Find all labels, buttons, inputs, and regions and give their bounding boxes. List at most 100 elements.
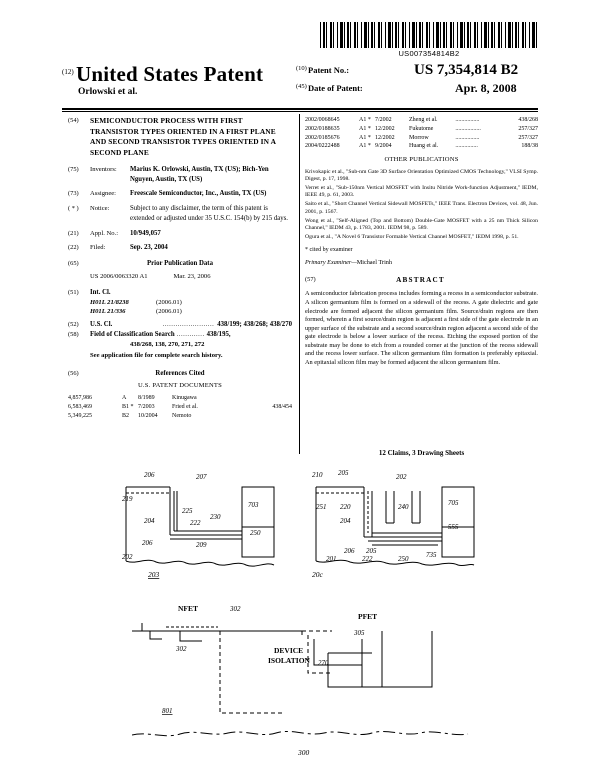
filed-value: Sep. 23, 2004 bbox=[130, 243, 168, 251]
fig-bottom-label: 801 bbox=[162, 707, 173, 715]
figure-right-svg: 210 205 202 251 220 240 204 705 555 206 … bbox=[312, 469, 475, 579]
ref-name: Fried et al. bbox=[172, 404, 198, 411]
fig-right-label: 240 bbox=[398, 503, 409, 511]
fig-right-label: 555 bbox=[448, 523, 459, 531]
ref-number: 2002/0185676 bbox=[305, 134, 340, 141]
masthead-inventor-line: Orlowski et al. bbox=[78, 87, 138, 97]
field-assignee: (73) Assignee: Freescale Semiconductor, … bbox=[68, 189, 292, 199]
fig-bottom-label-pfet: PFET bbox=[358, 612, 377, 621]
field-appl-no-code: (21) bbox=[68, 230, 79, 238]
fig-left-caption: 203 bbox=[148, 570, 160, 579]
fig-left-label: 209 bbox=[196, 541, 207, 549]
ref-kind: A1 * bbox=[359, 125, 371, 132]
int-cl-label: Int. Cl. bbox=[90, 289, 111, 297]
field-inventors: (75) Inventors: Marius K. Orlowski, Aust… bbox=[68, 165, 292, 184]
ref-kind: A bbox=[122, 395, 127, 402]
ref-date: 12/2002 bbox=[375, 125, 395, 132]
prior-pub-date: Mar. 23, 2006 bbox=[173, 273, 211, 281]
table-row: 5,349,225 B2 10/2004 Nemoto bbox=[68, 412, 292, 421]
drawings-area: 206 219 207 204 225 230 222 206 209 703 … bbox=[62, 465, 538, 760]
focs-note: See application file for complete search… bbox=[90, 352, 223, 360]
fig-right-label: 204 bbox=[340, 517, 351, 525]
date-of-patent-label: Date of Patent: bbox=[308, 83, 363, 93]
publication-entry: Wong et al., "Self-Aligned (Top and Bott… bbox=[305, 217, 538, 231]
focs-value-cont: 438/268, 138, 270, 271, 272 bbox=[130, 341, 205, 349]
fig-left-label: 206 bbox=[142, 539, 153, 547]
table-row: 2002/0185676 A1 * 12/2002 Morrow .......… bbox=[305, 133, 538, 142]
ref-number: 2002/0068645 bbox=[305, 117, 340, 124]
primary-examiner-dash: — bbox=[351, 259, 357, 267]
field-classification-search: (58) Field of Classification Search ....… bbox=[68, 330, 292, 340]
int-cl-classification: H01L 21/8238 bbox=[90, 299, 129, 307]
field-us-cl-code: (52) bbox=[68, 320, 79, 328]
fig-left-label: 230 bbox=[210, 513, 221, 521]
table-row: 2004/0222488 A1 * 9/2004 Huang et al. ..… bbox=[305, 142, 538, 151]
ref-kind: B1 * bbox=[122, 404, 134, 411]
fig-bottom-label: 270 bbox=[318, 659, 329, 667]
ref-class: 257/327 bbox=[518, 134, 538, 141]
fig-left-label: 206 bbox=[144, 471, 155, 479]
fig-right-label: 201 bbox=[326, 555, 337, 563]
us-patent-references-table-continued: 2002/0068645 A1 * 7/2002 Zheng et al. ..… bbox=[305, 116, 538, 151]
field-assignee-code: (73) bbox=[68, 190, 79, 198]
claims-and-sheets-line: 12 Claims, 3 Drawing Sheets bbox=[378, 449, 465, 457]
primary-examiner-name: Michael Trinh bbox=[356, 259, 392, 267]
publication-entry: Saito et al., "Short Channel Vertical Si… bbox=[305, 201, 538, 215]
invention-title: SEMICONDUCTOR PROCESS WITH FIRST TRANSIS… bbox=[90, 116, 276, 158]
ref-name: Huang et al. bbox=[409, 143, 439, 150]
ref-number: 2002/0188635 bbox=[305, 125, 340, 132]
int-cl-row: H01L 21/336 (2006.01) bbox=[68, 307, 292, 316]
left-column: (54) SEMICONDUCTOR PROCESS WITH FIRST TR… bbox=[68, 116, 292, 421]
abstract-heading-row: (57) ABSTRACT bbox=[305, 276, 538, 286]
focs-label: Field of Classification Search bbox=[90, 331, 175, 339]
other-publications-heading: OTHER PUBLICATIONS bbox=[384, 155, 459, 163]
table-row: 2002/0068645 A1 * 7/2002 Zheng et al. ..… bbox=[305, 116, 538, 125]
ref-dots: ................. bbox=[455, 125, 481, 132]
ref-kind: A1 * bbox=[359, 134, 371, 141]
ref-date: 9/2004 bbox=[375, 143, 392, 150]
office-code: (12) bbox=[62, 68, 74, 76]
us-cl-label: U.S. Cl. bbox=[90, 320, 113, 328]
figure-left-svg: 206 219 207 204 225 230 222 206 209 703 … bbox=[122, 471, 275, 579]
ref-name: Morrow bbox=[409, 134, 429, 141]
fig-right-label: 222 bbox=[362, 555, 373, 563]
ref-class: 257/327 bbox=[518, 125, 538, 132]
masthead-rule-thin bbox=[62, 111, 538, 112]
fig-left-label: 202 bbox=[122, 553, 133, 561]
primary-examiner-label: Primary Examiner bbox=[305, 259, 352, 267]
int-cl-year: (2006.01) bbox=[156, 308, 182, 316]
field-filed-label: Filed: bbox=[90, 243, 106, 251]
inventors-value: Marius K. Orlowski, Austin, TX (US); Bic… bbox=[130, 165, 269, 183]
fig-right-label: 220 bbox=[340, 503, 351, 511]
int-cl-classification: H01L 21/336 bbox=[90, 308, 126, 316]
ref-date: 8/1989 bbox=[138, 395, 155, 402]
publication-entry: Krivokapic et al., "Sub-nm Gate 3D Surfa… bbox=[305, 168, 538, 183]
ref-kind: A1 * bbox=[359, 143, 371, 150]
ref-name: Nemoto bbox=[172, 413, 192, 420]
publication-entry: Verret et al., "Sub-150nm Vertical MOSFE… bbox=[305, 184, 538, 199]
field-appl-no: (21) Appl. No.: 10/949,057 bbox=[68, 229, 292, 239]
fig-right-label: 205 bbox=[338, 469, 349, 477]
publication-entry: Ogura et al., "A Novel 6 Transistor Form… bbox=[305, 233, 519, 240]
field-focs-code: (58) bbox=[68, 331, 79, 339]
field-int-cl: (51) Int. Cl. bbox=[68, 288, 292, 298]
figure-right: 210 205 202 251 220 240 204 705 555 206 … bbox=[312, 465, 492, 580]
ref-class bbox=[250, 412, 292, 421]
right-column: 2002/0068645 A1 * 7/2002 Zheng et al. ..… bbox=[305, 116, 538, 368]
field-references-cited: (56) References Cited bbox=[68, 369, 292, 379]
field-appl-no-label: Appl. No.: bbox=[90, 230, 119, 238]
ref-name: Kinugawa bbox=[172, 395, 197, 402]
field-notice-label: Notice: bbox=[90, 204, 110, 212]
fig-left-label: 204 bbox=[144, 517, 155, 525]
barcode-block: US007354814B2 bbox=[320, 22, 538, 58]
abstract-code: (57) bbox=[305, 275, 316, 283]
ref-class: 438/454 bbox=[272, 404, 292, 411]
ref-date: 12/2002 bbox=[375, 134, 395, 141]
int-cl-year: (2006.01) bbox=[156, 299, 182, 307]
ref-class: 438/268 bbox=[518, 117, 538, 124]
fig-right-label: 250 bbox=[398, 555, 409, 563]
us-cl-value: 438/199; 438/268; 438/270 bbox=[217, 320, 292, 328]
table-row: 4,857,986 A 8/1989 Kinugawa bbox=[68, 394, 292, 403]
prior-pub-heading: Prior Publication Data bbox=[147, 260, 213, 268]
appl-no-value: 10/949,057 bbox=[130, 230, 161, 238]
